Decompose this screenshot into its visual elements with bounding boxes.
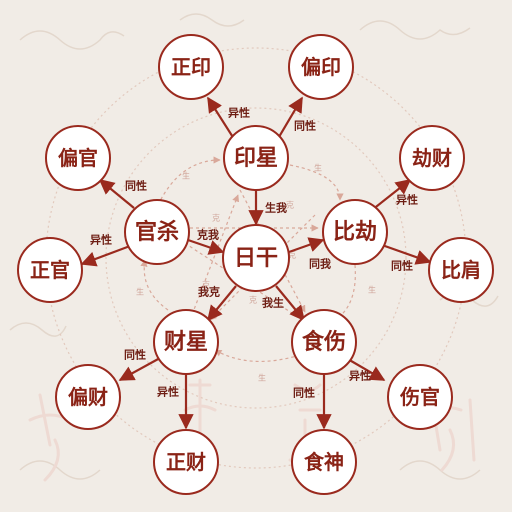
node-yinxing-label: 印星 <box>234 145 278 171</box>
arrow-guansha-rigan <box>187 238 225 255</box>
label-guansha-zhengguan: 异性 <box>90 233 112 247</box>
arrow-yinxing-zhengyin <box>207 96 237 143</box>
arrow-bijie-jiecai <box>371 179 412 211</box>
mark-ke-5: 克 <box>286 201 294 210</box>
mark-sheng-3: 生 <box>258 373 266 383</box>
node-pianyin: 偏印 <box>288 34 354 100</box>
relation-labels: 异性 同性 生我 同我 异性 同性 我生 异性 同性 我克 同性 异性 克我 同… <box>90 106 418 400</box>
label-rigan-caixing: 我克 <box>198 285 220 299</box>
node-caixing: 财星 <box>153 309 219 375</box>
label-guansha-rigan: 克我 <box>197 228 219 242</box>
node-zhengcai: 正财 <box>153 429 219 495</box>
label-yinxing-zhengyin: 异性 <box>228 106 250 120</box>
label-caixing-piancai: 同性 <box>124 348 146 362</box>
node-bijie: 比劫 <box>322 199 388 265</box>
node-shangguan-label: 伤官 <box>399 385 440 409</box>
node-piancai-label: 偏财 <box>68 385 108 409</box>
node-caixing-label: 财星 <box>164 329 208 355</box>
mark-sheng-4: 生 <box>136 287 144 297</box>
node-pianguan: 偏官 <box>45 125 111 191</box>
node-rigan-label: 日干 <box>234 245 278 271</box>
arrow-rigan-shishang <box>275 285 305 322</box>
node-jiecai: 劫财 <box>399 125 465 191</box>
node-pianyin-label: 偏印 <box>301 55 341 79</box>
label-shishang-shangguan: 异性 <box>349 369 371 383</box>
node-guansha: 官杀 <box>124 199 190 265</box>
mark-ke-2: 克 <box>202 281 210 290</box>
node-zhengguan-label: 正官 <box>30 258 70 282</box>
node-rigan: 日干 <box>222 224 290 292</box>
label-rigan-bijie: 同我 <box>309 257 331 271</box>
node-pianguan-label: 偏官 <box>58 146 98 170</box>
mark-ke-1: 克 <box>288 251 296 260</box>
node-zhengcai-label: 正财 <box>166 450 206 474</box>
node-bijie-label: 比劫 <box>333 219 377 245</box>
arrow-shishang-shangguan <box>345 357 386 381</box>
label-yinxing-rigan: 生我 <box>265 201 287 215</box>
node-piancai: 偏财 <box>55 364 121 430</box>
arrow-caixing-piancai <box>118 357 161 381</box>
node-yinxing: 印星 <box>223 125 289 191</box>
node-shishen-label: 食神 <box>304 450 344 474</box>
label-caixing-zhengcai: 异性 <box>157 385 179 399</box>
arrow-guansha-zhengguan <box>80 244 131 267</box>
label-rigan-shishang: 我生 <box>262 296 284 310</box>
mark-sheng-2: 生 <box>368 285 376 295</box>
arrow-bijie-bijian <box>381 243 432 265</box>
label-bijie-jiecai: 异性 <box>396 193 418 207</box>
node-bijian: 比肩 <box>428 237 494 303</box>
node-bijian-label: 比肩 <box>441 258 481 282</box>
label-yinxing-pianyin: 同性 <box>294 119 316 133</box>
arrow-yinxing-pianyin <box>275 96 303 143</box>
node-shishang: 食伤 <box>291 309 357 375</box>
relation-arrows <box>80 96 432 430</box>
arrow-guansha-pianguan <box>98 179 135 209</box>
mark-sheng-1: 生 <box>314 163 322 173</box>
node-zhengyin: 正印 <box>158 34 224 100</box>
node-jiecai-label: 劫财 <box>412 146 452 170</box>
node-guansha-label: 官杀 <box>135 219 179 245</box>
label-shishang-shishen: 同性 <box>293 386 315 400</box>
arrow-rigan-caixing <box>207 285 237 322</box>
cycle-marks: 生 生 生 生 生 克 克 克 克 克 <box>136 163 376 383</box>
node-zhengyin-label: 正印 <box>171 55 211 79</box>
arrow-rigan-bijie <box>288 237 325 254</box>
label-guansha-pianguan: 同性 <box>125 179 147 193</box>
node-shishang-label: 食伤 <box>302 329 346 355</box>
node-zhengguan: 正官 <box>17 237 83 303</box>
mark-sheng-5: 生 <box>182 171 190 181</box>
label-bijie-bijian: 同性 <box>391 259 413 273</box>
mark-ke-3: 克 <box>249 296 257 305</box>
node-shishen: 食神 <box>291 429 357 495</box>
mark-ke-4: 克 <box>212 214 220 223</box>
node-shangguan: 伤官 <box>387 364 453 430</box>
